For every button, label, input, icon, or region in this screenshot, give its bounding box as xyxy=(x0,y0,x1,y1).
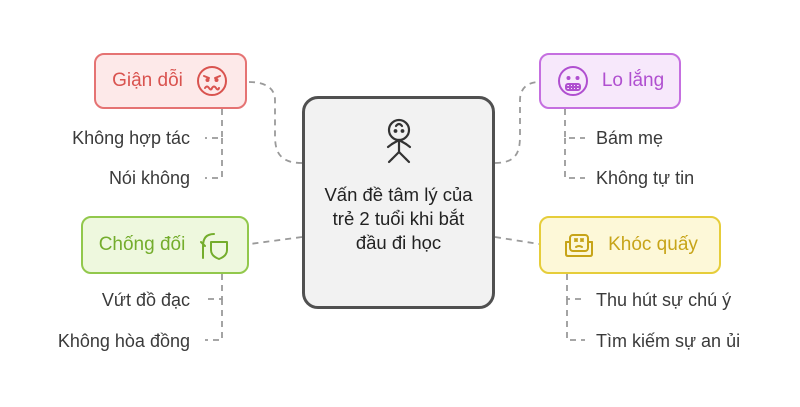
angry-face-icon xyxy=(196,66,227,96)
leaf-defiance-1: Vứt đồ đạc xyxy=(101,290,190,310)
branch-defiance: Chống đối xyxy=(81,216,249,274)
central-topic-title: Vấn đề tâm lý của trẻ 2 tuổi khi bắt đầu… xyxy=(324,184,473,253)
branch-anxiety-label: Lo lắng xyxy=(601,70,665,91)
leaf-anger-2: Nói không xyxy=(108,168,190,188)
worried-face-icon xyxy=(557,66,588,96)
crying-cushion-icon xyxy=(565,234,594,257)
branch-anxiety: Lo lắng xyxy=(539,53,681,109)
leaf-anxiety-2: Không tự tin xyxy=(596,168,695,188)
shield-defense-icon xyxy=(200,233,229,260)
child-icon xyxy=(386,118,411,164)
leaf-defiance-2: Không hòa đồng xyxy=(57,331,190,351)
leaf-anger-1: Không hợp tác xyxy=(72,128,190,148)
branch-anger-label: Giận dỗi xyxy=(112,70,183,91)
leaf-anxiety-1: Bám mẹ xyxy=(596,128,664,148)
central-topic: Vấn đề tâm lý của trẻ 2 tuổi khi bắt đầu… xyxy=(302,96,495,309)
branch-crying: Khóc quấy xyxy=(539,216,721,274)
leaf-crying-1: Thu hút sự chú ý xyxy=(596,290,732,310)
branch-anger: Giận dỗi xyxy=(94,53,247,109)
branch-crying-label: Khóc quấy xyxy=(608,234,698,255)
leaf-crying-2: Tìm kiếm sự an ủi xyxy=(596,331,741,351)
branch-defiance-label: Chống đối xyxy=(98,234,186,255)
